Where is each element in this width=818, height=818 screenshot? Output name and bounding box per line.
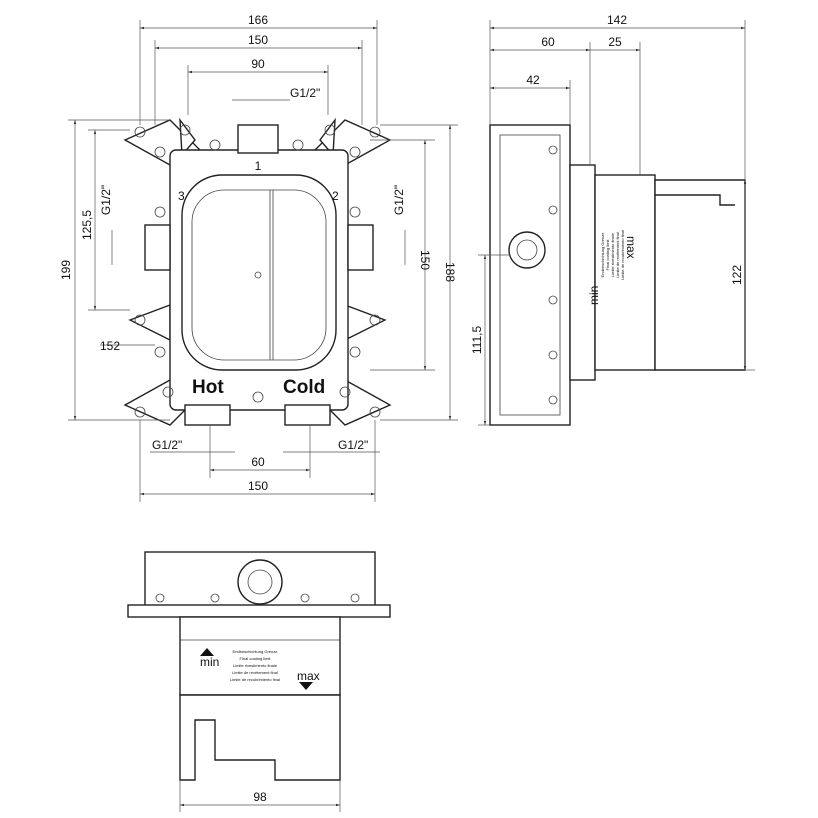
side-min-label: min <box>587 286 601 305</box>
cartridge-body <box>654 179 746 371</box>
dim-152: 152 <box>100 339 120 353</box>
dim-left-port: G1/2" <box>99 185 113 215</box>
hot-port <box>184 404 231 426</box>
outlet-2-label: 2 <box>332 189 339 203</box>
dim-150-side: 150 <box>418 250 432 270</box>
top-port <box>237 124 279 154</box>
svg-text:Limite de recubrimiento final: Limite de recubrimiento final <box>230 677 280 682</box>
dim-98: 98 <box>253 790 267 804</box>
dim-199: 199 <box>59 260 73 280</box>
dim-122: 122 <box>730 265 744 285</box>
housing <box>594 174 656 371</box>
svg-text:Limite rivestimento finale: Limite rivestimento finale <box>610 232 615 277</box>
front-view: 1 3 2 Hot Cold <box>59 13 458 502</box>
dim-166: 166 <box>248 13 268 27</box>
outlet-3-label: 3 <box>178 189 185 203</box>
box-body <box>169 149 349 411</box>
hot-label: Hot <box>192 377 224 398</box>
bottom-coating-text: Endbeschichtung Grenze Final coating lim… <box>230 649 280 682</box>
flange <box>489 124 571 426</box>
svg-text:Limite de recubrimiento final: Limite de recubrimiento final <box>620 230 625 280</box>
dim-60: 60 <box>251 455 265 469</box>
dim-188: 188 <box>443 262 457 282</box>
dim-42: 42 <box>526 73 540 87</box>
dim-top-port: G1/2" <box>290 86 320 100</box>
dim-150-bottom: 150 <box>248 479 268 493</box>
svg-text:Final coating limit: Final coating limit <box>240 656 272 661</box>
cold-label: Cold <box>283 377 325 398</box>
side-view: max min Endbeschichtung Grenze Final coa… <box>470 13 755 426</box>
svg-text:Limite de revêtement final: Limite de revêtement final <box>232 670 278 675</box>
dim-cold-port: G1/2" <box>338 438 368 452</box>
dim-125-5: 125,5 <box>80 210 94 240</box>
dim-90: 90 <box>251 57 265 71</box>
dim-25: 25 <box>608 35 622 49</box>
dim-150-top: 150 <box>248 33 268 47</box>
svg-text:Limite de revêtement final: Limite de revêtement final <box>615 232 620 278</box>
right-port <box>347 224 374 271</box>
dim-111-5: 111,5 <box>470 326 484 355</box>
svg-text:Endbeschichtung Grenze: Endbeschichtung Grenze <box>600 232 605 278</box>
min-arrow-icon <box>200 648 214 656</box>
side-max-label: max <box>624 236 638 259</box>
dim-right-port: G1/2" <box>392 185 406 215</box>
bottom-min-label: min <box>200 655 219 669</box>
svg-text:Endbeschichtung Grenze: Endbeschichtung Grenze <box>233 649 279 654</box>
bottom-view: min max Endbeschichtung Grenze Final coa… <box>127 551 391 812</box>
svg-text:Final coating limit: Final coating limit <box>605 239 610 271</box>
max-arrow-icon <box>299 682 313 690</box>
left-port <box>144 224 171 271</box>
dim-142: 142 <box>607 13 627 27</box>
svg-text:Limite rivestimento finale: Limite rivestimento finale <box>233 663 278 668</box>
dim-60-side: 60 <box>541 35 555 49</box>
outlet-1-label: 1 <box>255 159 262 173</box>
bottom-max-label: max <box>297 669 320 683</box>
cover-plate <box>181 174 337 371</box>
cold-port <box>284 404 331 426</box>
side-coating-text: Endbeschichtung Grenze Final coating lim… <box>600 230 625 280</box>
dim-hot-port: G1/2" <box>152 438 182 452</box>
bottom-flange <box>127 604 391 618</box>
